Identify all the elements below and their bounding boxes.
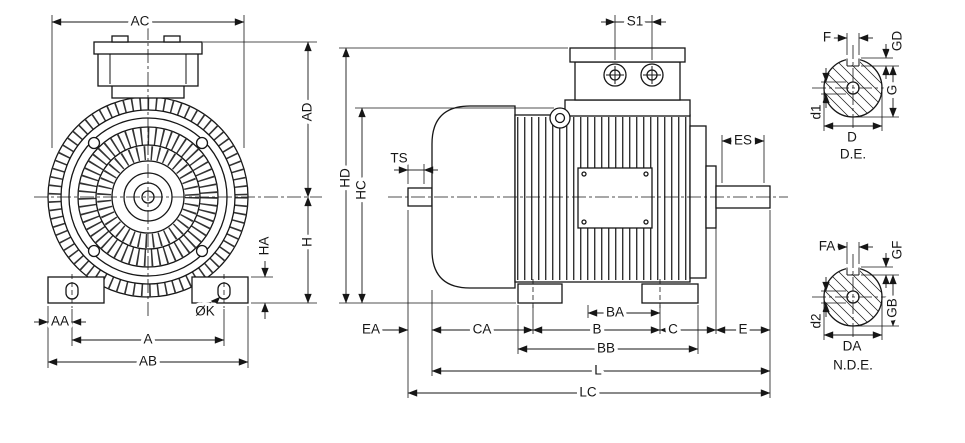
dim-label-ea: EA <box>362 322 380 337</box>
side-dimensions: S1 TS ES HD HC EA CA B C <box>334 10 771 403</box>
dim-label-gf: GF <box>890 241 905 260</box>
non-drive-end-detail: FA GF GB d2 DA N.D.E. <box>805 235 908 376</box>
lifting-eyebolt <box>549 107 571 129</box>
cable-gland-left <box>603 63 627 87</box>
dim-label-ab: AB <box>139 354 157 369</box>
dim-label-f: F <box>823 30 831 45</box>
dim-label-gd: GD <box>890 31 905 52</box>
dim-label-d1: d1 <box>809 104 824 119</box>
dim-label-d: D <box>847 130 857 145</box>
dim-label-h: H <box>300 237 315 247</box>
dim-label-ac: AC <box>131 14 150 29</box>
caption-non-drive-end: N.D.E. <box>833 358 873 373</box>
dim-label-gb: GB <box>885 298 900 318</box>
dim-label-ad: AD <box>300 102 315 121</box>
dim-label-fa: FA <box>819 239 836 254</box>
mounting-feet-front <box>47 274 249 308</box>
dim-label-d2: d2 <box>809 313 824 328</box>
mounting-feet-side <box>517 279 699 308</box>
dim-label-hc: HC <box>354 180 369 200</box>
dim-label-es: ES <box>734 133 752 148</box>
front-view <box>34 26 322 318</box>
dim-label-ts: TS <box>390 151 407 166</box>
dim-label-g: G <box>885 85 900 96</box>
cable-gland-right <box>640 63 664 87</box>
nameplate <box>577 167 653 229</box>
dim-label-e: E <box>738 322 747 337</box>
terminal-box-side <box>574 61 681 101</box>
terminal-box-lid <box>569 47 686 63</box>
dim-label-ca: CA <box>473 322 492 337</box>
dim-label-ba: BA <box>606 305 624 320</box>
dim-label-l: L <box>594 363 602 378</box>
cover-bolt-holes <box>87 136 209 258</box>
dim-label-k: ØK <box>195 304 215 319</box>
dim-label-bb: BB <box>597 341 615 356</box>
fan-cowl <box>431 105 516 289</box>
front-dimensions: AC AD H HA AA A AB ØK <box>34 10 318 372</box>
dim-label-a: A <box>143 332 152 347</box>
keyway-de <box>846 58 860 67</box>
dim-label-lc: LC <box>579 385 597 400</box>
keyway-nde <box>846 267 860 276</box>
caption-drive-end: D.E. <box>840 147 866 162</box>
dim-label-ha: HA <box>257 237 272 256</box>
terminal-box-plinth <box>564 99 691 117</box>
dim-label-da: DA <box>843 339 862 354</box>
side-view <box>388 47 788 308</box>
dim-label-hd: HD <box>338 168 353 188</box>
end-shield <box>689 125 707 279</box>
dim-label-aa: AA <box>51 314 69 329</box>
dim-label-s1: S1 <box>627 14 644 29</box>
dim-label-c: C <box>668 322 678 337</box>
drive-end-detail: F GD G d1 D D.E. <box>805 26 908 165</box>
dim-label-b: B <box>592 322 601 337</box>
